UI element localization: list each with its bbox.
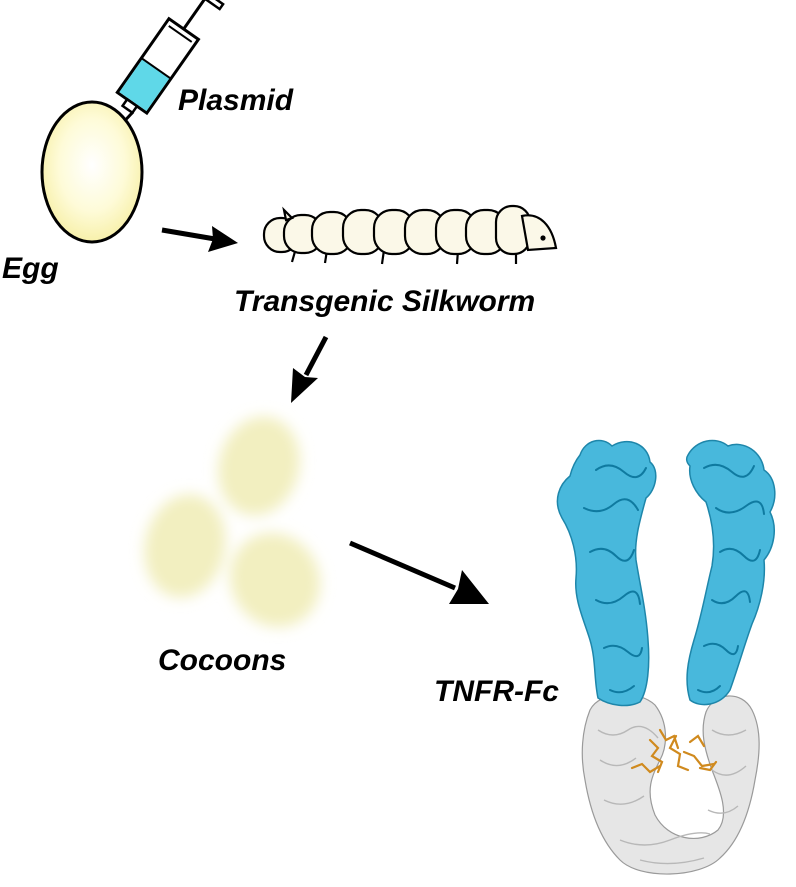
label-product: TNFR-Fc — [434, 675, 559, 708]
label-egg: Egg — [2, 252, 59, 285]
label-silkworm: Transgenic Silkworm — [234, 285, 535, 318]
label-cocoons: Cocoons — [158, 644, 286, 677]
syringe-icon — [114, 0, 225, 132]
cocoon-icon — [144, 416, 321, 628]
egg-icon — [40, 100, 144, 244]
label-plasmid: Plasmid — [178, 84, 294, 117]
silkworm-icon — [262, 204, 558, 265]
arrow-cocoons-to-product — [349, 540, 489, 604]
arrow-silkworm-to-cocoons — [291, 335, 329, 403]
protein-structure-icon — [556, 439, 776, 875]
arrow-egg-to-silkworm — [161, 226, 238, 252]
